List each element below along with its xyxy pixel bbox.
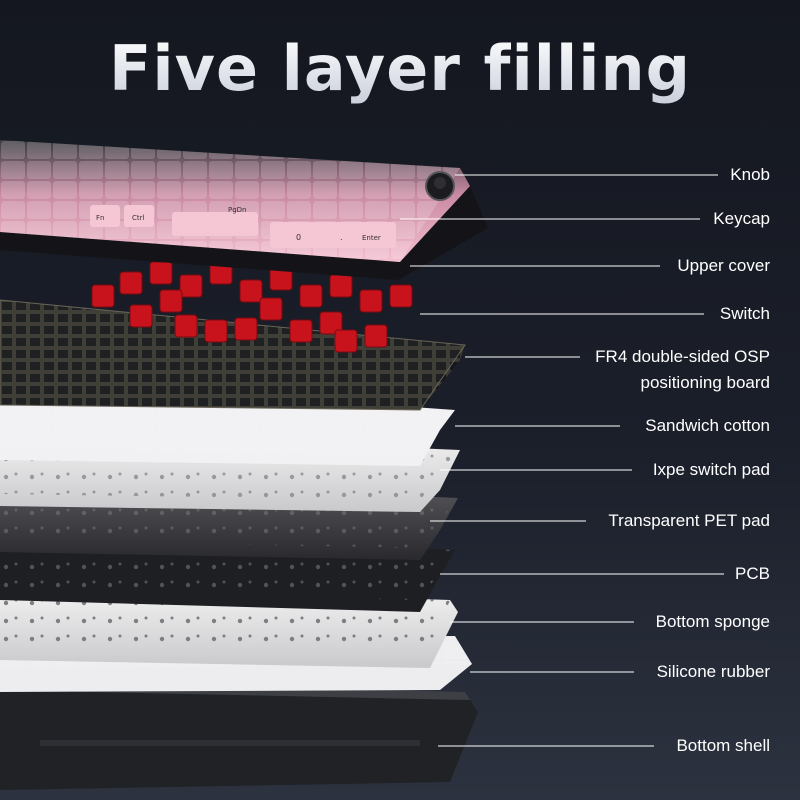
bottom-shell-layer [0, 680, 478, 790]
label-pcb: PCB [735, 564, 770, 583]
label-fr4-board: FR4 double-sided OSP [595, 347, 770, 366]
keyboard-top-assembly: Fn Ctrl PgDn 0 . Enter [0, 140, 488, 280]
keycap-legend-fn: Fn [96, 214, 104, 222]
keycap-legend-dot: . [340, 233, 343, 242]
label-switch: Switch [719, 304, 770, 323]
keycap-legend-enter: Enter [362, 234, 381, 242]
label-transparent-pet-pad: Transparent PET pad [608, 511, 770, 530]
keycap-legend-ctrl: Ctrl [132, 214, 145, 222]
keycap-legend-zero: 0 [296, 233, 301, 242]
page-title: Five layer filling [0, 32, 800, 105]
label-sandwich-cotton: Sandwich cotton [645, 416, 770, 435]
label-bottom-sponge: Bottom sponge [655, 612, 770, 631]
label-silicone-rubber: Silicone rubber [656, 662, 770, 681]
label-upper-cover: Upper cover [677, 256, 770, 275]
label-bottom-shell: Bottom shell [676, 736, 770, 755]
label-knob: Knob [730, 165, 770, 184]
label-keycap: Keycap [713, 209, 770, 228]
leader-lines [400, 174, 724, 747]
fr4-positioning-board-layer [0, 299, 466, 411]
switch-layer [91, 261, 413, 353]
keycap-legend-pgdn: PgDn [228, 206, 247, 214]
label-fr4-board-line2: positioning board [640, 373, 770, 392]
label-ixpe-switch-pad: Ixpe switch pad [652, 460, 770, 479]
